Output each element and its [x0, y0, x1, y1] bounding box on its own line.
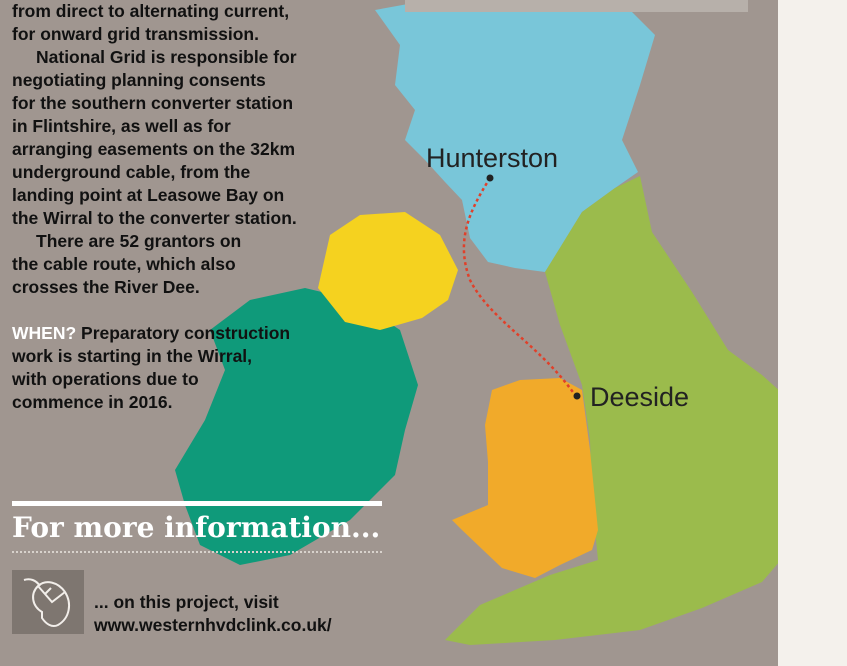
cable-route [462, 177, 577, 396]
hunterston-label: Hunterston [426, 143, 559, 173]
body-line: work is starting in the Wirral, [12, 346, 253, 366]
body-line: the Wirral to the converter station. [12, 208, 297, 228]
body-line: landing point at Leasowe Bay on [12, 185, 285, 205]
body-line: for onward grid transmission. [12, 24, 259, 44]
body-line: negotiating planning consents [12, 70, 266, 90]
uk-map [175, 0, 778, 645]
article-body: from direct to alternating current, for … [12, 0, 372, 414]
body-line: underground cable, from the [12, 162, 251, 182]
body-line: There are 52 grantors on [36, 231, 242, 251]
more-info-url[interactable]: www.westernhvdclink.co.uk/ [94, 615, 332, 635]
wales-region [452, 378, 598, 578]
hunterston-marker [486, 174, 494, 182]
body-line: crosses the River Dee. [12, 277, 200, 297]
page-margin [778, 0, 847, 666]
body-line: with operations due to [12, 369, 199, 389]
body-line: Preparatory construction [81, 323, 291, 343]
deeside-marker [573, 392, 581, 400]
body-line: arranging easements on the 32km [12, 139, 296, 159]
body-line: commence in 2016. [12, 392, 173, 412]
england-region [445, 176, 778, 645]
body-line: from direct to alternating current, [12, 1, 290, 21]
body-line: in Flintshire, as well as for [12, 116, 231, 136]
when-label: WHEN? [12, 323, 77, 343]
deeside-label: Deeside [590, 382, 690, 412]
body-line: National Grid is responsible for [36, 47, 297, 67]
body-line: for the southern converter station [12, 93, 294, 113]
ireland-region [175, 288, 418, 565]
dotted-divider [12, 551, 382, 553]
more-info-text: ... on this project, visit www.westernhv… [94, 591, 414, 637]
top-panel [405, 0, 748, 12]
northern-ireland-region [318, 212, 458, 330]
scotland-region [375, 0, 655, 272]
mouse-icon [12, 570, 84, 634]
when-line: WHEN? Preparatory construction [12, 322, 372, 345]
more-info-heading: For more information... [12, 511, 381, 544]
section-rule [12, 501, 382, 506]
body-line: the cable route, which also [12, 254, 236, 274]
more-info-line: ... on this project, visit [94, 592, 279, 612]
